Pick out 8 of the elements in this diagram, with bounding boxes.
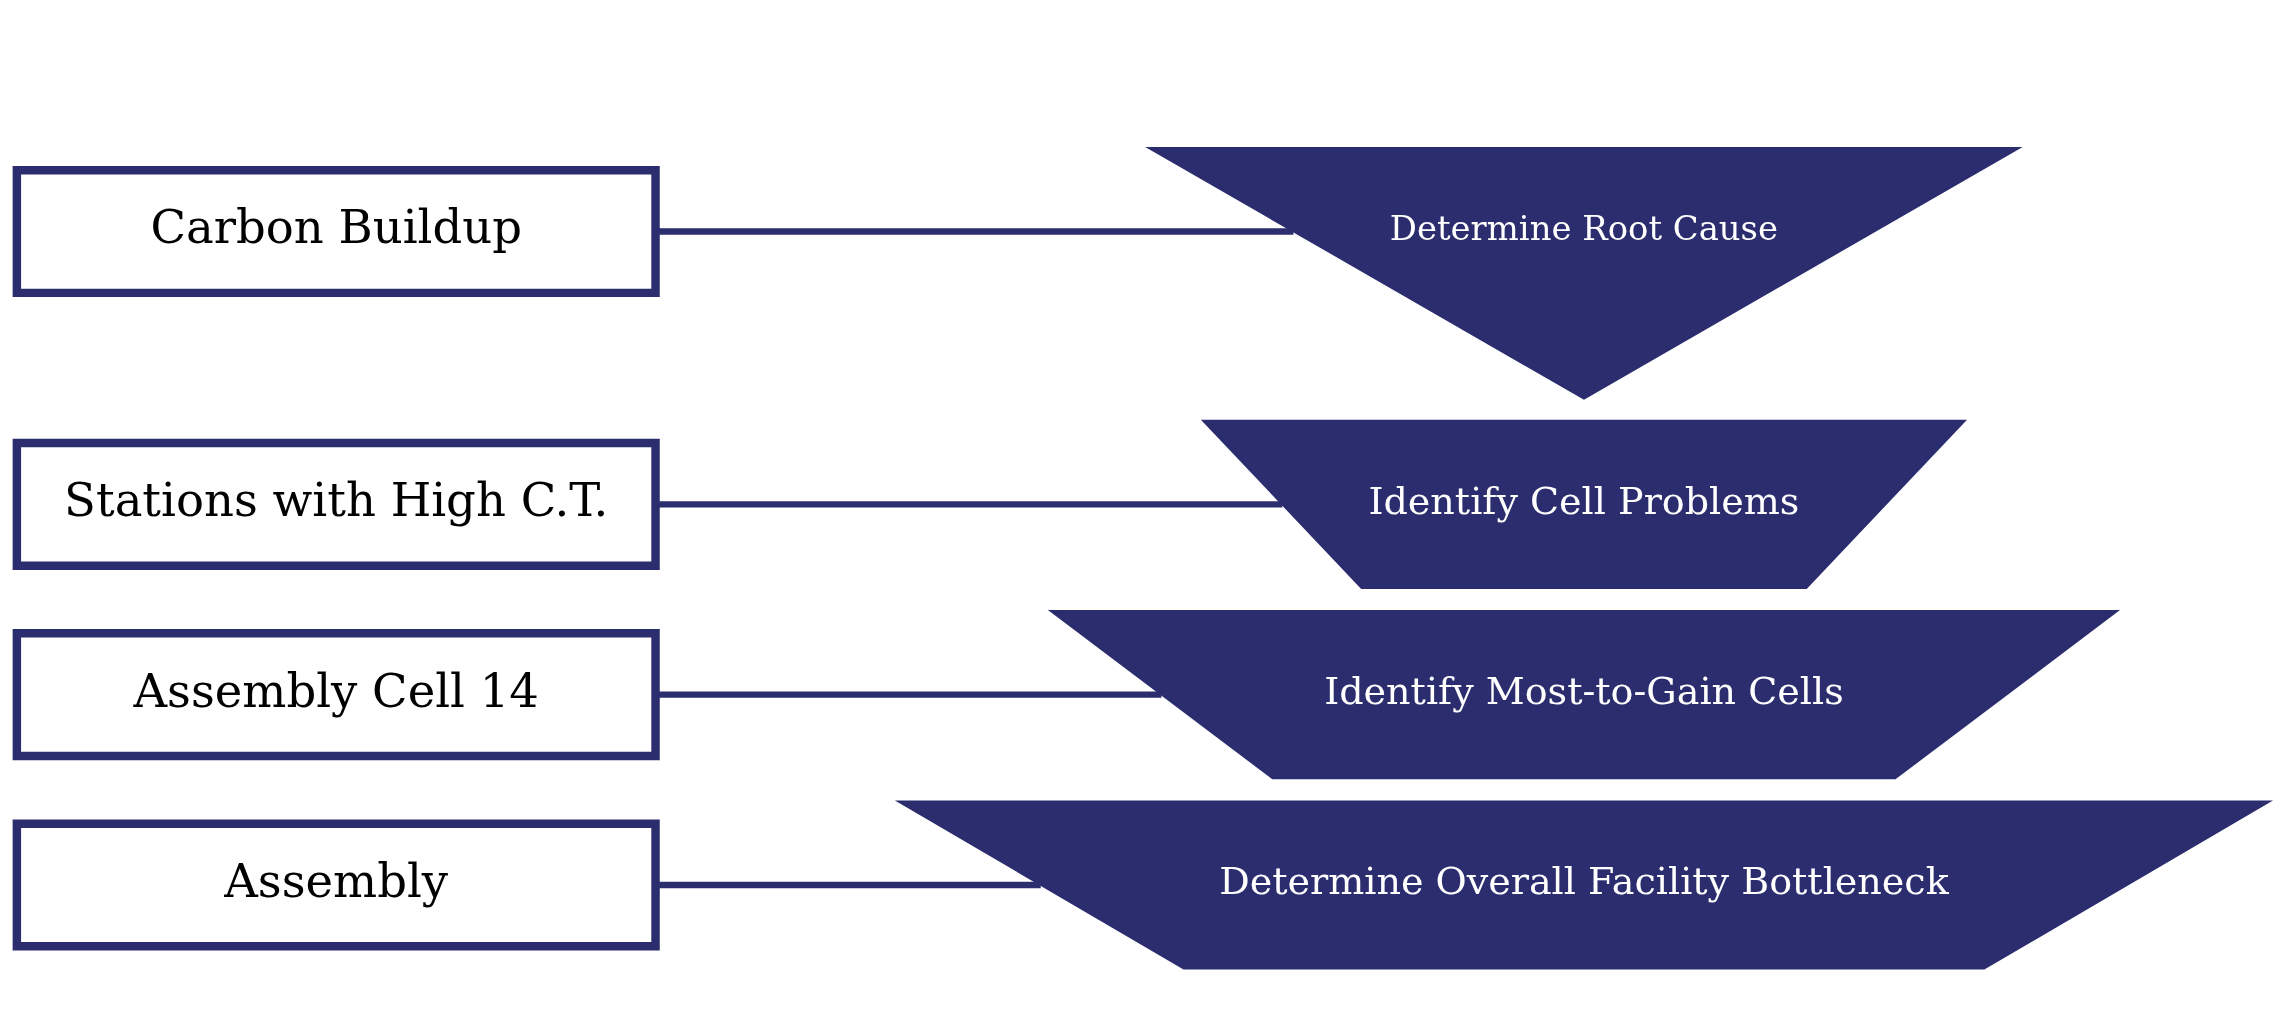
- node-box: Assembly: [12, 819, 660, 951]
- connector: [656, 228, 1294, 235]
- connector: [656, 691, 1162, 698]
- node-box: Carbon Buildup: [12, 165, 660, 298]
- node-box: Stations with High C.T.: [12, 438, 660, 570]
- connector: [656, 881, 1041, 889]
- connector: [656, 501, 1283, 508]
- node-box: Assembly Cell 14: [12, 629, 660, 761]
